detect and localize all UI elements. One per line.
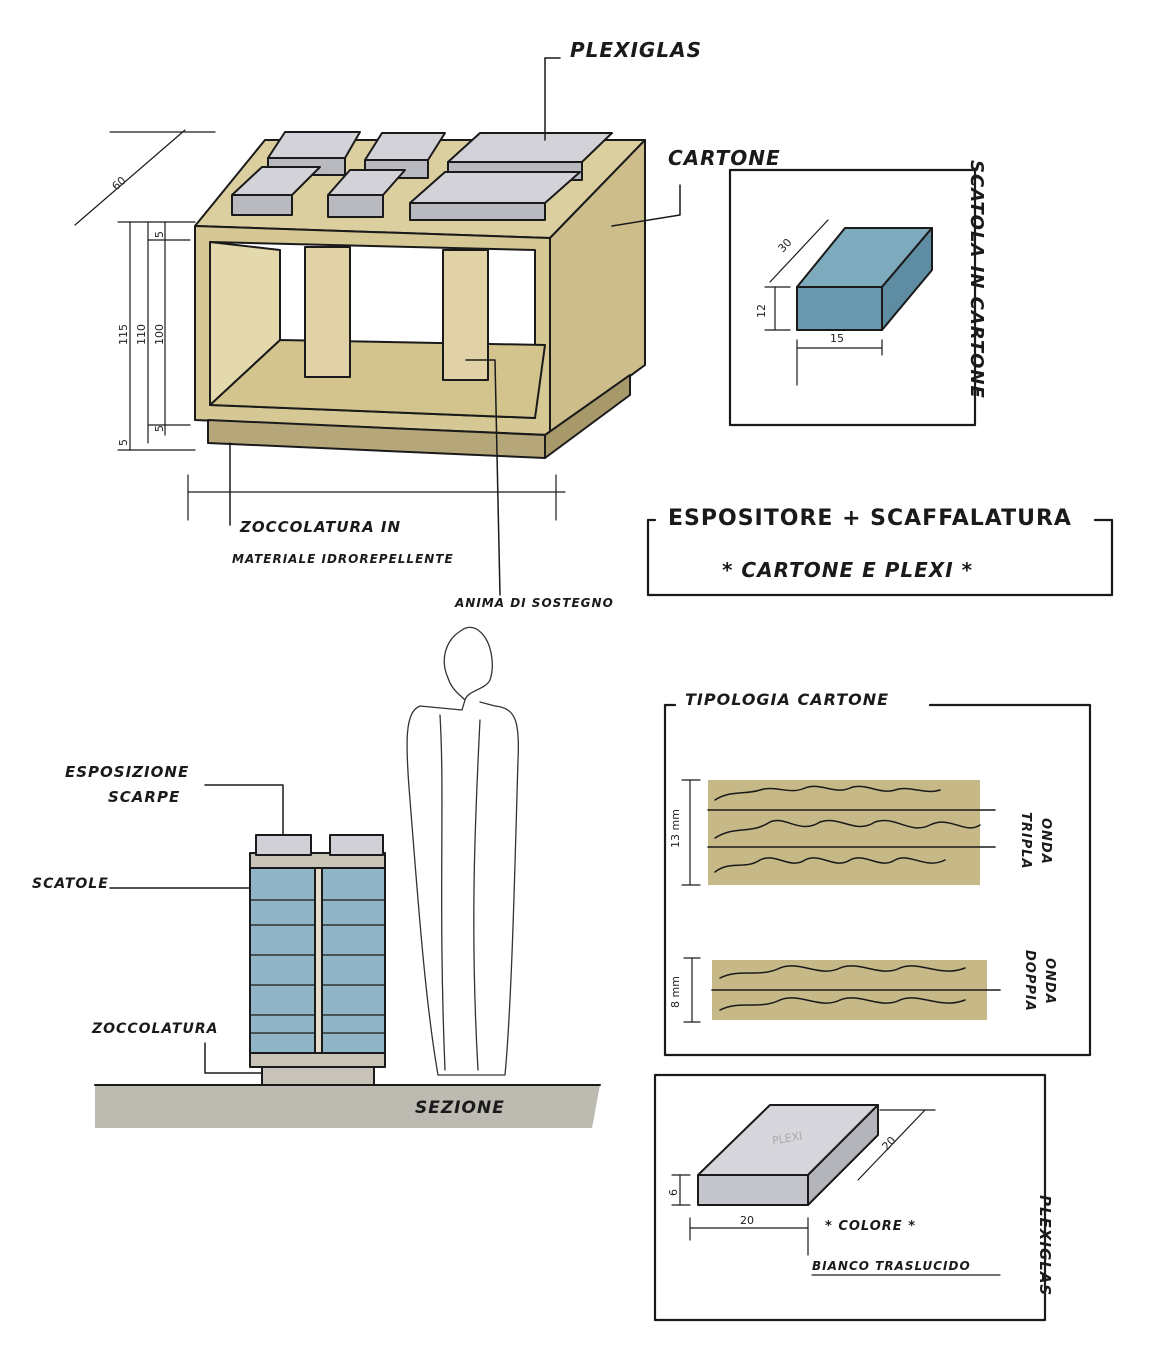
dim-box-12: 12 — [755, 304, 768, 318]
label-plexiglas: PLEXIGLAS — [570, 38, 702, 62]
anima-leader — [465, 359, 501, 596]
title-block-subtitle: * CARTONE E PLEXI * — [722, 558, 974, 582]
label-colore: * COLORE * — [825, 1219, 917, 1234]
cartone-leader — [611, 184, 681, 227]
dim-110: 110 — [135, 324, 148, 345]
double-wall-cardboard — [683, 957, 1001, 1023]
label-sezione: SEZIONE — [415, 1098, 505, 1118]
dim-8mm: 8 mm — [669, 976, 682, 1008]
shoebox — [796, 227, 933, 331]
plexi-dimensions — [671, 1109, 1001, 1276]
label-onda-doppia: ONDA — [1042, 958, 1057, 1005]
label-plexiglas-panel: PLEXIGLAS — [1036, 1195, 1054, 1297]
dim-bottom-5b: 5 — [153, 425, 166, 432]
dim-115: 115 — [117, 324, 130, 345]
dim-box-15: 15 — [830, 332, 844, 345]
cardboard-panel-frame — [663, 703, 1092, 1057]
plexiglas-tiles — [231, 131, 613, 221]
plexi-panel-frame — [653, 1073, 1047, 1322]
label-bianco-traslucido: BIANCO TRASLUCIDO — [812, 1259, 971, 1273]
cube-dimensions — [74, 129, 566, 521]
dim-100: 100 — [153, 324, 166, 345]
human-figure — [406, 626, 520, 1076]
label-cartone: CARTONE — [668, 146, 781, 170]
label-onda-tripla: ONDA — [1038, 818, 1053, 865]
ground-line — [94, 1084, 601, 1128]
support-pillar-right — [442, 249, 489, 381]
dim-13mm: 13 mm — [669, 809, 682, 848]
display-cube — [194, 139, 646, 459]
label-esposizione: ESPOSIZIONE — [65, 763, 190, 781]
dim-plexi-height: 6 — [667, 1189, 680, 1196]
dim-bottom-5a: 5 — [117, 439, 130, 446]
title-block-frame — [646, 518, 1114, 597]
label-scatola-in-cartone: SCATOLA IN CARTONE — [966, 160, 987, 399]
support-pillar-left — [304, 246, 351, 378]
section-leaders — [109, 784, 284, 1074]
cube-inner-wall — [209, 241, 281, 406]
label-anima-sostegno: ANIMA DI SOSTEGNO — [455, 596, 614, 610]
label-zoccolatura-section: ZOCCOLATURA — [92, 1021, 219, 1037]
title-block-title: ESPOSITORE + SCAFFALATURA — [668, 506, 1072, 531]
dim-top-5: 5 — [153, 231, 166, 238]
plexi-tile — [697, 1104, 879, 1206]
dim-plexi-width: 20 — [740, 1214, 754, 1227]
box-dimensions — [764, 219, 883, 386]
cardboard-panel-title: TIPOLOGIA CARTONE — [682, 692, 893, 708]
shelf-lines — [249, 899, 386, 1034]
label-zoccolatura-line1: ZOCCOLATURA IN — [240, 518, 402, 536]
label-scatole: SCATOLE — [32, 876, 109, 892]
triple-wall-cardboard — [681, 779, 996, 886]
label-scarpe: SCARPE — [108, 788, 181, 806]
label-zoccolatura-line2: MATERIALE IDROREPELLENTE — [232, 552, 454, 566]
box-panel-frame — [728, 168, 977, 427]
label-tripla: TRIPLA — [1018, 812, 1033, 870]
label-doppia: DOPPIA — [1022, 950, 1037, 1012]
section-shelving — [249, 834, 386, 1086]
